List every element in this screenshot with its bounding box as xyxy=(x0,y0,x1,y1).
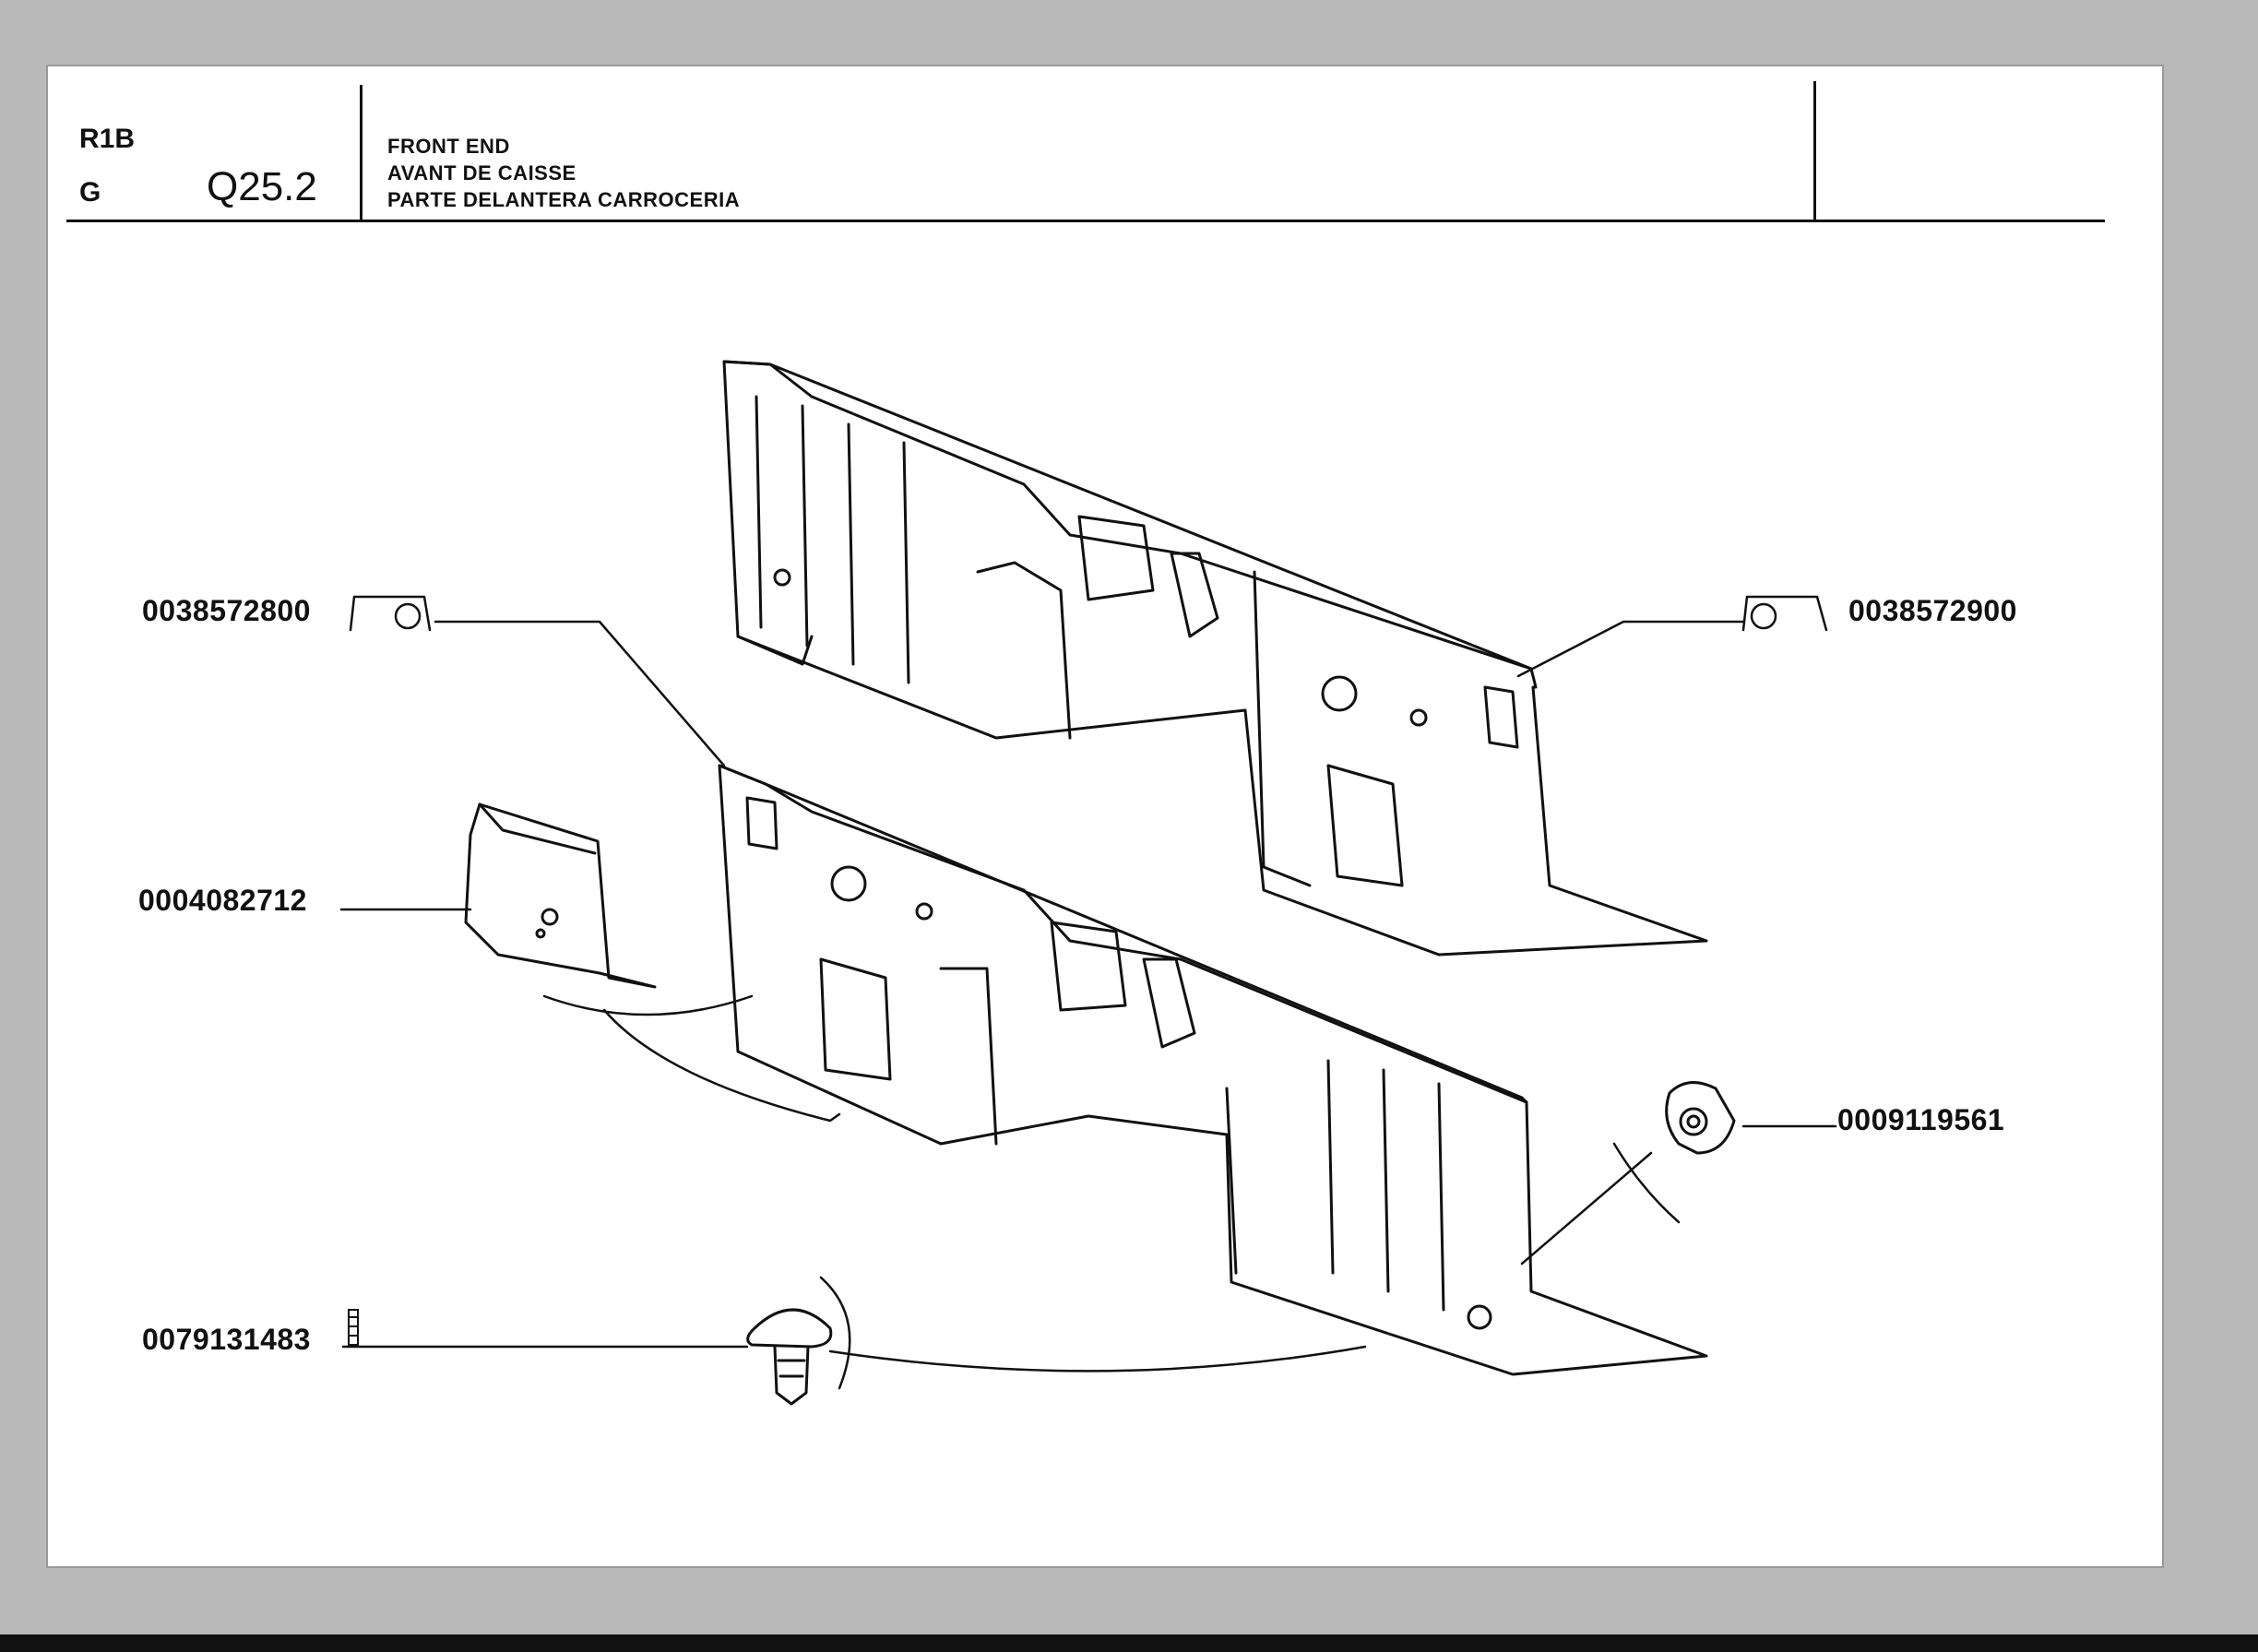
part-number-0079131483: 0079131483 xyxy=(142,1323,311,1356)
part-number-0009119561: 0009119561 xyxy=(1837,1103,2005,1136)
push-clip-icon xyxy=(746,1308,833,1406)
header-divider-left xyxy=(360,85,362,221)
washer-icon xyxy=(349,595,1828,632)
part-number-0004082712: 0004082712 xyxy=(138,884,307,917)
page-code: Q25.2 xyxy=(207,164,317,209)
leader-lines xyxy=(339,620,1837,1390)
scan-bottom-edge xyxy=(0,1634,2258,1652)
stamp-mark xyxy=(348,1309,359,1346)
title-es: PARTE DELANTERA CARROCERIA xyxy=(387,188,741,211)
part-number-0038572900: 0038572900 xyxy=(1848,594,2017,627)
part-number-0038572800: 0038572800 xyxy=(142,594,311,627)
grommet-icon xyxy=(1665,1081,1736,1155)
model-code: R1B xyxy=(79,124,136,154)
header-divider-right xyxy=(1813,81,1816,221)
parts-sheet xyxy=(48,66,2162,1566)
title-fr: AVANT DE CAISSE xyxy=(387,161,576,184)
title-en: FRONT END xyxy=(387,135,510,158)
header-bottom-rule xyxy=(66,220,2105,222)
version-code: G xyxy=(79,177,101,208)
lower-panel xyxy=(718,764,1708,1376)
bracket-icon xyxy=(464,802,657,989)
